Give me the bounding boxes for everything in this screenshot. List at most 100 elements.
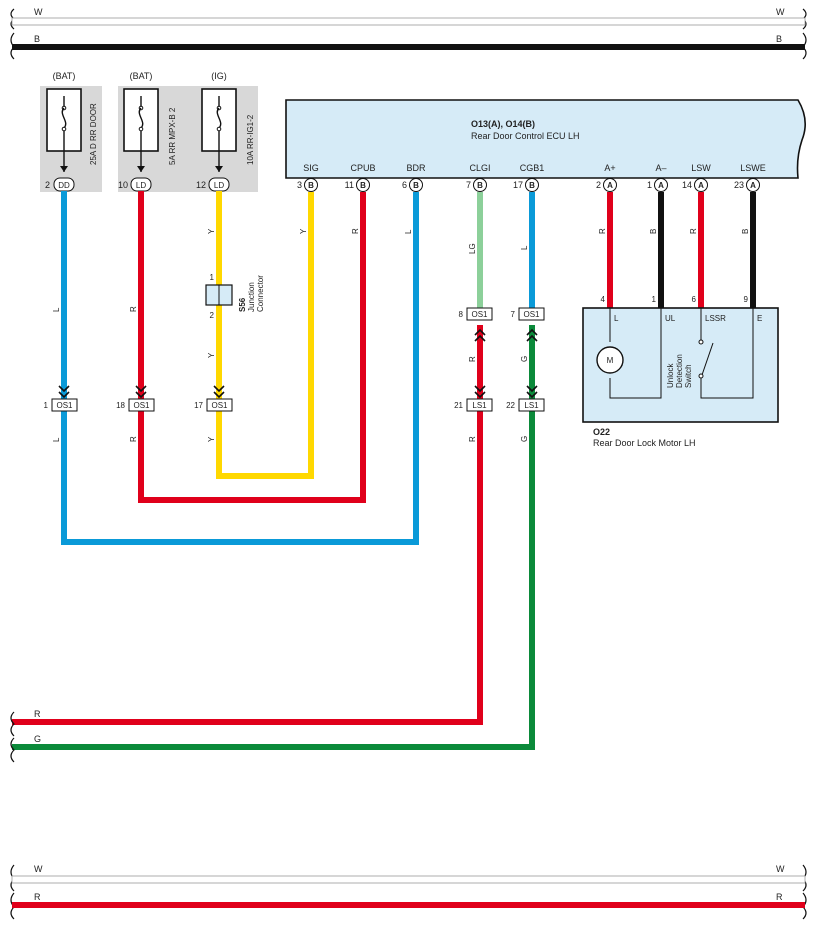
- wl-clgi: LG: [468, 243, 477, 254]
- fuse3-pin: 12: [196, 180, 206, 190]
- ecu-pin-aplus: 2: [596, 180, 601, 190]
- os1-d-pin: 8: [459, 310, 464, 319]
- ecu-term-sig: SIG: [303, 163, 319, 173]
- ecu-term-aminus: A–: [655, 163, 666, 173]
- wl-lswe: B: [741, 229, 750, 234]
- os1-c-name: OS1: [211, 401, 228, 410]
- ls1-b-pin: 22: [506, 401, 515, 410]
- ecu-pin-cgb1: 17: [513, 180, 523, 190]
- ecu-conn-aplus: A: [607, 181, 613, 190]
- fuse1-name: 25A D RR DOOR: [89, 103, 98, 165]
- switch-text-1: Unlock: [666, 363, 675, 388]
- ls1-b-name: LS1: [524, 401, 539, 410]
- ecu-pin-cpub: 11: [345, 180, 354, 190]
- ecu-outline: [285, 99, 806, 179]
- switch-text-3: Switch: [684, 364, 693, 388]
- fuse-boxes: (BAT) (BAT) (IG) 25A D RR DOOR 2 DD 5A R…: [40, 71, 258, 192]
- ecu-term-lsw: LSW: [691, 163, 711, 173]
- connector-labels: 1 OS1 18 OS1 17 OS1 8 OS1 7 OS1 21 LS1 2…: [44, 307, 545, 412]
- ecu-pin-lsw: 14: [682, 180, 692, 190]
- wl-fuse2: R: [129, 306, 138, 312]
- bottom-r-label: R: [34, 709, 41, 719]
- motor-term-lssr: LSSR: [705, 314, 726, 323]
- bottom-bus: W W R R: [10, 864, 807, 920]
- wl-fuse3-low: Y: [207, 436, 216, 442]
- wire-r-cpub: [138, 191, 366, 503]
- motor-term-e: E: [757, 314, 762, 323]
- bottom-r-label-right: R: [776, 892, 783, 902]
- motor-symbol: [596, 346, 624, 374]
- ecu-conn-cgb1: B: [529, 181, 535, 190]
- ls1-a-pin: 21: [454, 401, 463, 410]
- ecu-conn-aminus: A: [658, 181, 664, 190]
- motor-box: 4 1 6 9 L UL LSSR E M Unlock Detection S…: [582, 295, 779, 448]
- junction-connector: 1 2 S56 Junction Connector: [205, 273, 265, 320]
- fuse2-pin: 10: [118, 180, 128, 190]
- os1-c-pin: 17: [194, 401, 203, 410]
- wl-cgb1: L: [520, 245, 529, 250]
- motor-letter: M: [607, 356, 614, 365]
- wl-clgi-low: R: [468, 356, 477, 362]
- fuse3-name: 10A RR-IG1-2: [246, 114, 255, 165]
- ecu-term-cgb1: CGB1: [520, 163, 545, 173]
- wires: [12, 191, 756, 750]
- wire-l-loop: [61, 191, 419, 545]
- top-bus: W W B B: [10, 7, 807, 60]
- ecu-conn-clgi: B: [477, 181, 483, 190]
- fuse1-conn: DD: [58, 181, 70, 190]
- top-w-label-left: W: [34, 7, 43, 17]
- wl-aplus: R: [598, 228, 607, 234]
- wl-cgb1-bot: G: [520, 436, 529, 442]
- ecu-conn-lsw: A: [698, 181, 704, 190]
- wl-fuse3: Y: [207, 228, 216, 234]
- junction-id: S56: [238, 297, 247, 312]
- bottom-w-wire: [11, 875, 806, 884]
- top-w-label-right: W: [776, 7, 785, 17]
- fuse2-name: 5A RR MPX-B 2: [168, 107, 177, 165]
- motor-pin-2: 1: [652, 295, 657, 304]
- ecu-title: O13(A), O14(B): [471, 119, 535, 129]
- top-b-label-left: B: [34, 34, 40, 44]
- os1-e-name: OS1: [523, 310, 540, 319]
- wl-cpub: R: [351, 228, 360, 234]
- wire-g-cgb1-low: [12, 325, 535, 750]
- motor-term-ul: UL: [665, 314, 676, 323]
- ecu-pin-sig: 3: [297, 180, 302, 190]
- motor-pin-3: 6: [692, 295, 697, 304]
- wl-sig: Y: [299, 228, 308, 234]
- ecu-pin-bdr: 6: [402, 180, 407, 190]
- motor-id: O22: [593, 427, 610, 437]
- os1-a-name: OS1: [56, 401, 73, 410]
- fuse1-pin: 2: [45, 180, 50, 190]
- ecu-pin-aminus: 1: [647, 180, 652, 190]
- ecu-pin-clgi: 7: [466, 180, 471, 190]
- ecu-term-lswe: LSWE: [740, 163, 766, 173]
- fuse3-conn: LD: [214, 181, 224, 190]
- top-w-wire: [11, 17, 806, 26]
- fuse2-conn: LD: [136, 181, 146, 190]
- motor-term-l: L: [614, 314, 619, 323]
- ecu-term-clgi: CLGI: [469, 163, 490, 173]
- switch-text-2: Detection: [675, 354, 684, 388]
- junction-desc2: Connector: [256, 275, 265, 312]
- ecu-term-cpub: CPUB: [350, 163, 375, 173]
- bottom-wire-ends: R G: [10, 709, 41, 763]
- wl-lsw: R: [689, 228, 698, 234]
- bottom-r-label-left: R: [34, 892, 41, 902]
- top-b-label-right: B: [776, 34, 782, 44]
- motor-name: Rear Door Lock Motor LH: [593, 438, 696, 448]
- wire-labels: L L R R Y Y Y Y R L LG R R L G G R B R B: [52, 228, 750, 442]
- ecu-conn-lswe: A: [750, 181, 756, 190]
- fuse2-supply: (BAT): [130, 71, 153, 81]
- ecu-name: Rear Door Control ECU LH: [471, 131, 580, 141]
- wl-bdr: L: [404, 229, 413, 234]
- fuse1-supply: (BAT): [53, 71, 76, 81]
- wl-fuse1: L: [52, 307, 61, 312]
- wl-fuse1-low: L: [52, 437, 61, 442]
- os1-b-pin: 18: [116, 401, 125, 410]
- ecu-conn-bdr: B: [413, 181, 419, 190]
- ecu-pin-lswe: 23: [734, 180, 744, 190]
- fuse3-supply: (IG): [211, 71, 227, 81]
- bottom-w-label-right: W: [776, 864, 785, 874]
- inline-connectors: [58, 328, 538, 399]
